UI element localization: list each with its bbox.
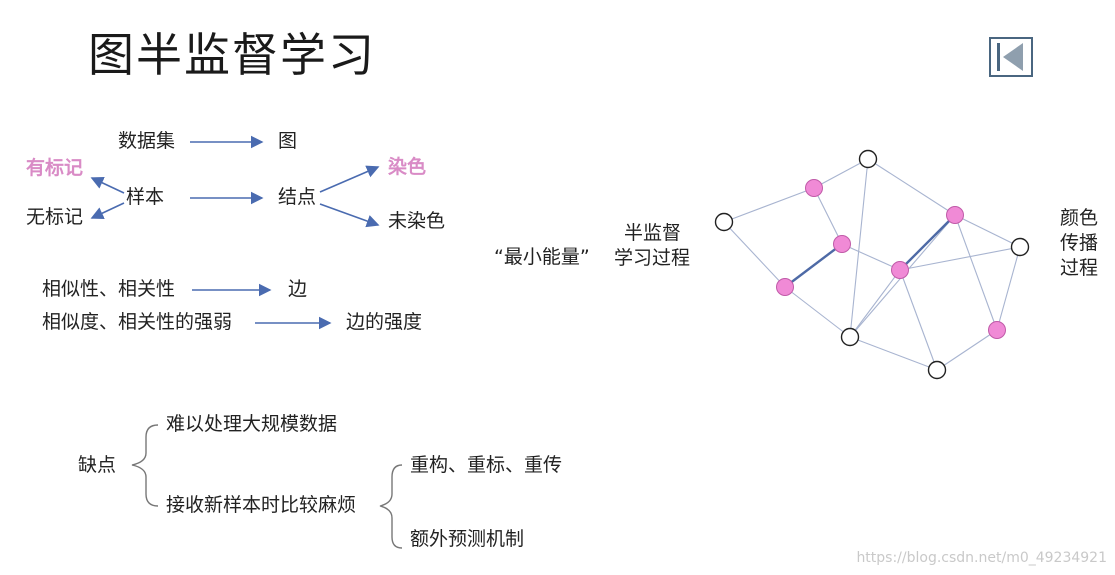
graph-edge <box>813 158 869 189</box>
graph-edge <box>784 286 851 338</box>
dataset-label: 数据集 <box>118 130 176 152</box>
propagation-graph <box>714 149 1030 380</box>
edge-label: 边 <box>288 278 308 300</box>
graph-edge-strong <box>899 214 956 271</box>
process-line1: 半监督 <box>624 222 682 244</box>
graph-node-colored <box>891 261 909 279</box>
graph-edge <box>841 243 901 271</box>
similarity-strength-label: 相似度、相关性的强弱 <box>42 311 233 333</box>
cons-label: 缺点 <box>78 454 117 476</box>
graph-edge <box>996 246 1021 331</box>
similarity-label: 相似性、相关性 <box>42 278 176 300</box>
graph-node-uncolored <box>840 327 860 347</box>
labeled-label: 有标记 <box>26 157 84 179</box>
graph-node-colored <box>988 321 1006 339</box>
min-energy-label: “最小能量” <box>494 246 590 268</box>
arrow-sample-to-labeled <box>90 176 125 194</box>
cons-item-2: 接收新样本时比较麻烦 <box>166 494 357 516</box>
watermark: https://blog.csdn.net/m0_49234921 <box>856 550 1107 566</box>
graph-edge <box>954 214 998 331</box>
graph-node-uncolored <box>927 360 947 380</box>
page-title: 图半监督学习 <box>88 28 376 82</box>
graph-node-uncolored <box>858 149 878 169</box>
graph-edge <box>899 269 938 371</box>
graph-node-colored <box>946 206 964 224</box>
graph-edge-strong <box>784 243 843 288</box>
colored-label: 染色 <box>388 156 427 178</box>
process-line2: 学习过程 <box>614 247 691 269</box>
propagation-line3: 过程 <box>1060 257 1099 279</box>
graph-node-colored <box>776 278 794 296</box>
back-to-start-button[interactable] <box>989 37 1033 77</box>
graph-edge <box>723 221 786 288</box>
graph-edge <box>849 158 869 338</box>
propagation-line2: 传播 <box>1060 232 1099 254</box>
back-triangle-icon <box>1003 43 1023 71</box>
graph-label: 图 <box>278 130 298 152</box>
uncolored-label: 未染色 <box>388 210 446 232</box>
graph-edge <box>899 246 1021 271</box>
propagation-line1: 颜色 <box>1060 207 1099 229</box>
graph-edge <box>813 187 843 245</box>
graph-node-uncolored <box>714 212 734 232</box>
graph-node-uncolored <box>1010 237 1030 257</box>
cons-bracket <box>131 424 159 507</box>
cons-sub-2: 额外预测机制 <box>410 528 525 550</box>
arrow-node-to-colored <box>319 165 380 193</box>
back-bar-icon <box>997 43 1000 71</box>
graph-edge <box>936 329 998 371</box>
unlabeled-label: 无标记 <box>26 206 84 228</box>
edge-strength-label: 边的强度 <box>346 311 423 333</box>
arrow-node-to-uncolored <box>319 203 380 228</box>
graph-node-colored <box>833 235 851 253</box>
graph-edge <box>867 158 956 216</box>
cons-sub-1: 重构、重标、重传 <box>410 454 563 476</box>
graph-node-colored <box>805 179 823 197</box>
graph-edge <box>849 336 938 371</box>
arrow-sample-to-unlabeled <box>90 202 125 220</box>
sample-label: 样本 <box>126 186 165 208</box>
cons-item-1: 难以处理大规模数据 <box>166 413 338 435</box>
node-label: 结点 <box>278 186 317 208</box>
graph-edge <box>723 187 815 223</box>
graph-edge <box>954 214 1021 248</box>
sub-bracket <box>379 464 403 549</box>
graph-edge <box>849 269 901 338</box>
